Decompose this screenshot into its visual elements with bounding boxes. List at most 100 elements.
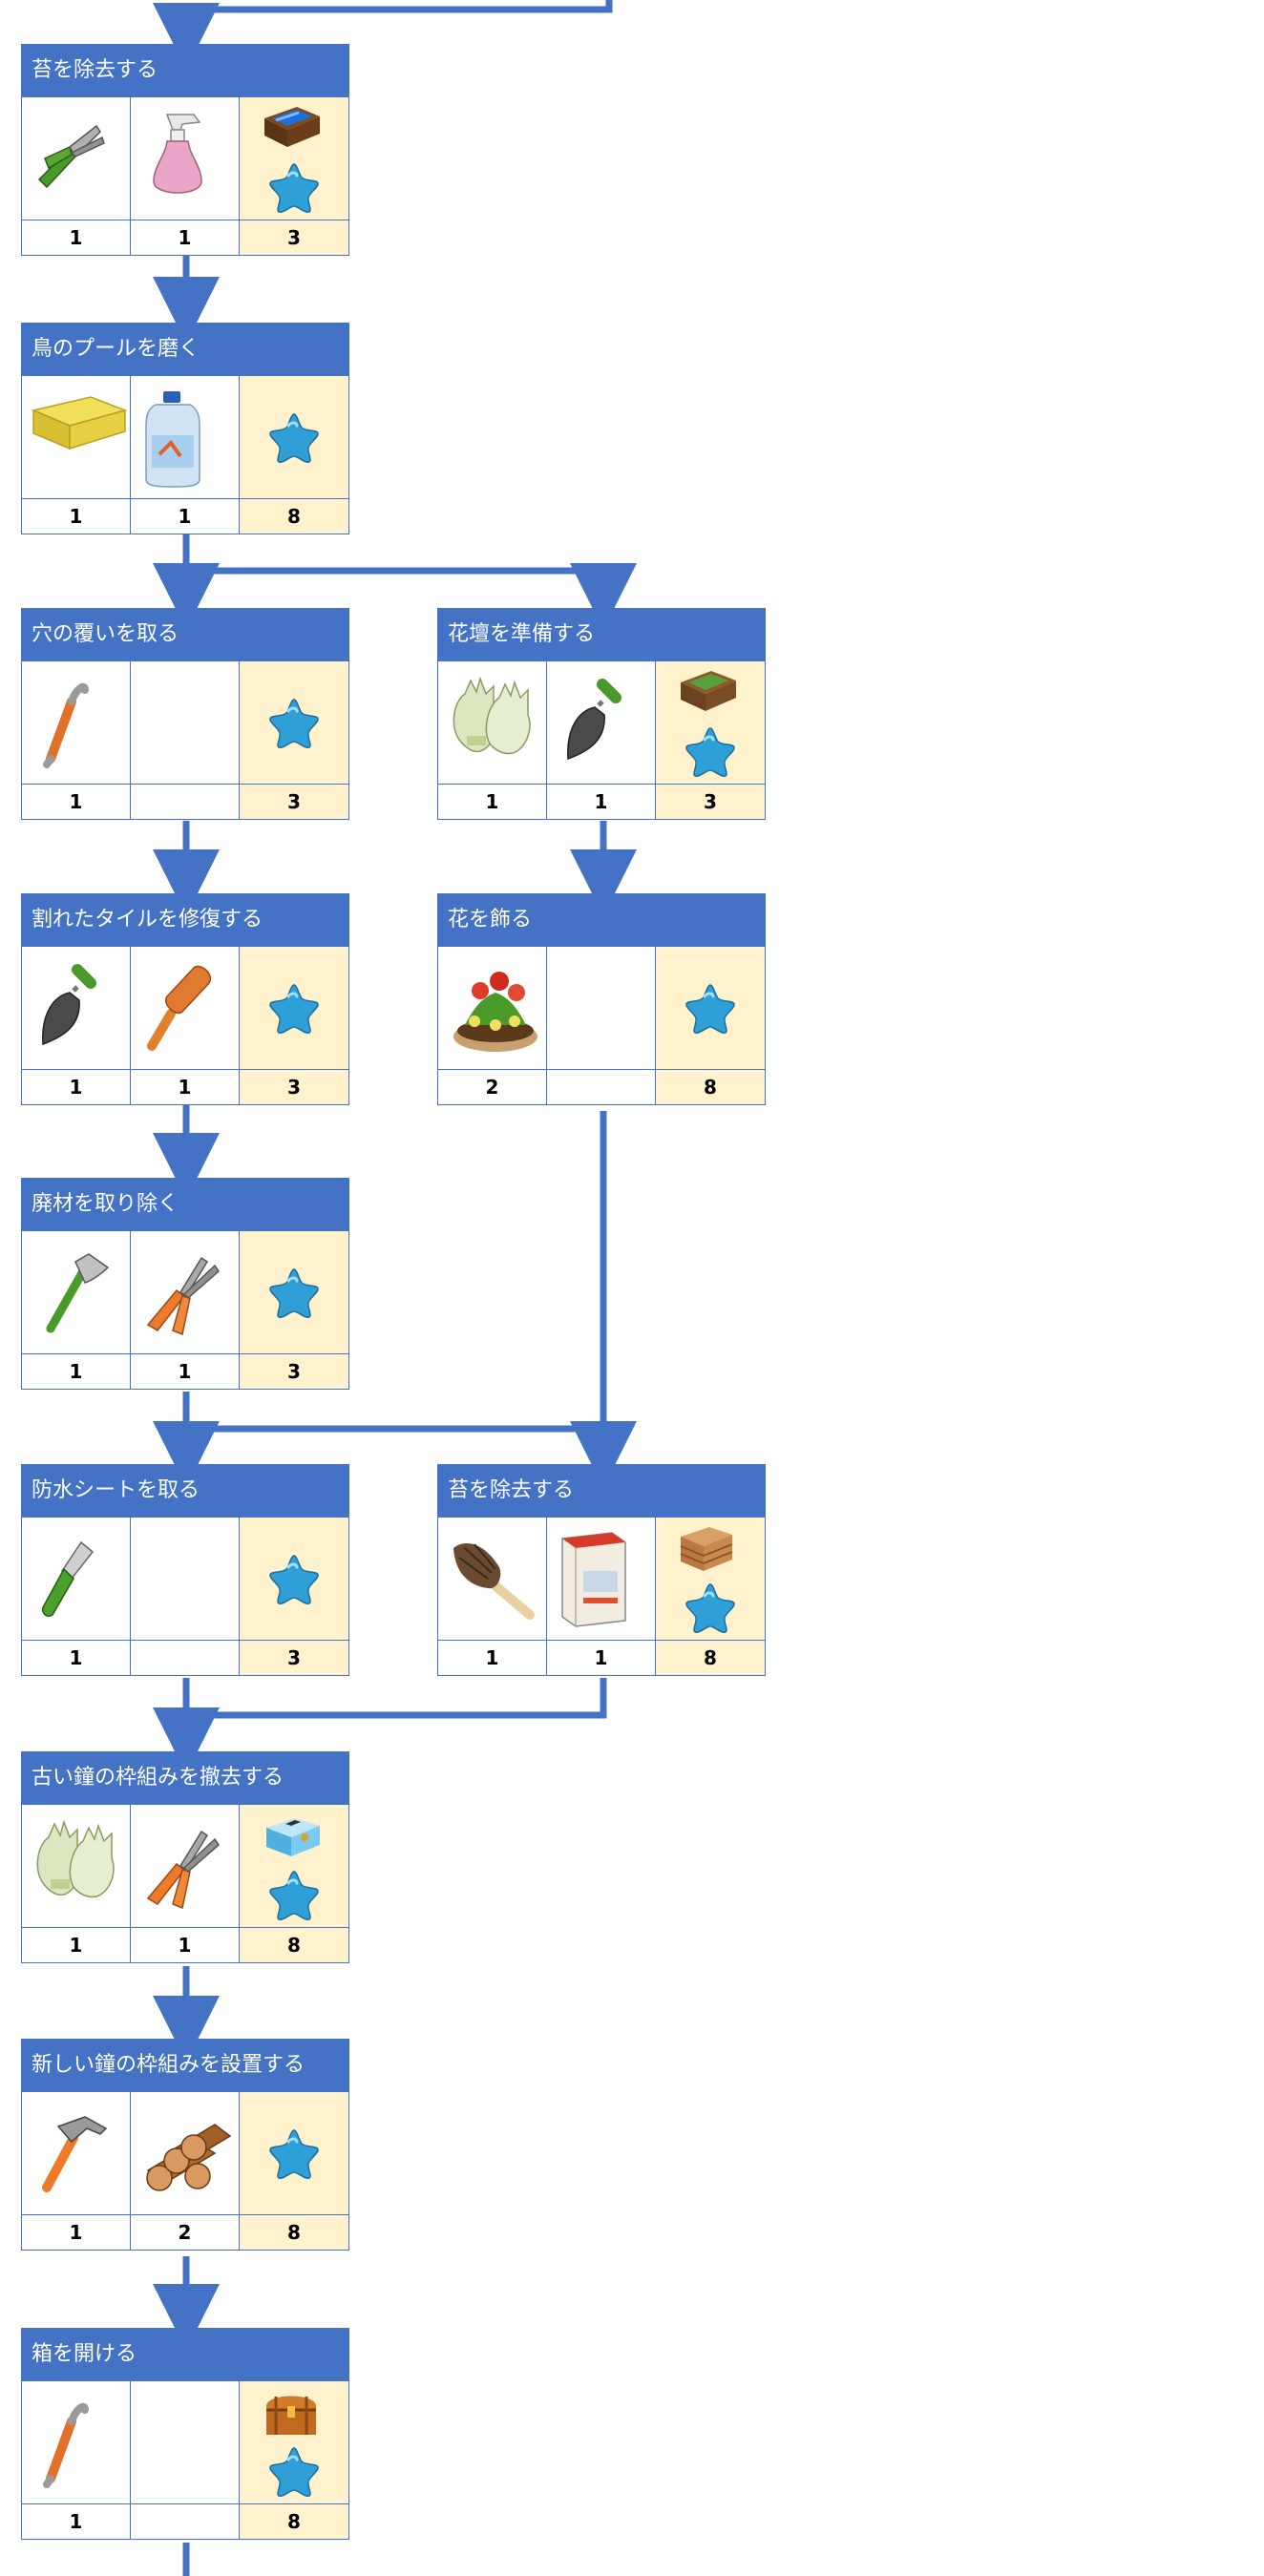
- tool-slot: 1: [131, 376, 240, 534]
- reward-count: 8: [287, 2221, 301, 2244]
- crowbar-icon: [30, 2393, 96, 2488]
- reward-slot-image: [240, 97, 348, 220]
- cleaning-powder-icon: [555, 1529, 631, 1628]
- reward-slot: 3: [240, 1231, 348, 1389]
- reward-slot: 8: [240, 2381, 348, 2539]
- reward-count: 3: [287, 790, 301, 813]
- tool-slot-image: [22, 2381, 130, 2504]
- reward-count: 3: [704, 790, 717, 813]
- reward-slot-image: [656, 661, 765, 785]
- tool-slot: 1: [22, 2092, 131, 2250]
- detergent-bottle-icon: [138, 387, 207, 489]
- blue-crate-icon: [261, 101, 324, 151]
- tool-count: 1: [178, 1360, 192, 1383]
- tool-slot-image: [131, 947, 239, 1070]
- tool-slot-image: [131, 376, 239, 499]
- tool-slot-image: [22, 1518, 130, 1641]
- tool-count: [131, 2504, 239, 2539]
- mallet-icon: [138, 958, 224, 1054]
- tool-count: 1: [69, 790, 83, 813]
- tool-count: 1: [69, 505, 83, 528]
- blue-star-icon: [267, 1868, 321, 1921]
- tool-slot-image: [131, 661, 239, 785]
- tool-count: 1: [178, 1934, 192, 1957]
- task-title: 鳥のプールを磨く: [22, 324, 348, 375]
- wire-cutters-icon: [138, 1243, 224, 1338]
- tool-slot: 1: [22, 376, 131, 534]
- tool-count: [131, 1641, 239, 1675]
- blue-star-icon: [267, 2126, 321, 2180]
- tool-slot-image: [438, 1518, 546, 1641]
- task-title: 苔を除去する: [22, 45, 348, 96]
- wire-cutters-icon: [138, 1816, 224, 1912]
- task-title: 防水シートを取る: [22, 1465, 348, 1517]
- tool-slot: [131, 1518, 240, 1675]
- tool-slot-image: [22, 1231, 130, 1354]
- reward-slot: 8: [656, 1518, 765, 1675]
- reward-count: 3: [287, 226, 301, 249]
- reward-count: 8: [704, 1646, 717, 1669]
- reward-count: 3: [287, 1646, 301, 1669]
- tool-slot: 1: [438, 661, 547, 819]
- tool-slot-image: [22, 2092, 130, 2215]
- tool-count: 1: [69, 2221, 83, 2244]
- planter-box-icon: [677, 665, 740, 715]
- tool-count: [131, 785, 239, 819]
- tool-count: 1: [594, 1646, 608, 1669]
- reward-slot-image: [240, 1805, 348, 1928]
- reward-slot-image: [240, 376, 348, 499]
- gloves-icon: [30, 1816, 125, 1902]
- tool-slot-image: [547, 1518, 655, 1641]
- tool-slot-image: [22, 947, 130, 1070]
- tool-slot: 1: [22, 947, 131, 1104]
- reward-slot-image: [240, 947, 348, 1070]
- reward-slot-image: [656, 947, 765, 1070]
- tool-slot: 1: [22, 661, 131, 819]
- connector-top: [153, 0, 613, 70]
- reward-slot-image: [240, 2381, 348, 2504]
- tool-slot-image: [22, 376, 130, 499]
- task-slots: 1 1 8: [438, 1517, 765, 1675]
- wooden-crate-icon: [677, 1521, 736, 1575]
- task-title: 廃材を取り除く: [22, 1179, 348, 1230]
- tool-slot: [131, 661, 240, 819]
- tool-slot: 1: [547, 661, 656, 819]
- reward-slot: 3: [656, 661, 765, 819]
- blue-star-icon: [267, 410, 321, 464]
- tool-slot-image: [131, 1231, 239, 1354]
- reward-slot-image: [240, 1231, 348, 1354]
- feather-duster-icon: [446, 1529, 541, 1624]
- tool-slot-image: [131, 2092, 239, 2215]
- reward-slot-image: [240, 661, 348, 785]
- tool-slot-image: [22, 661, 130, 785]
- treasure-chest-icon: [261, 2385, 322, 2439]
- blue-star-icon: [267, 2444, 321, 2498]
- tool-count: 1: [485, 1646, 499, 1669]
- tool-slot: 1: [22, 1805, 131, 1962]
- reward-slot: 8: [240, 376, 348, 534]
- tool-slot-image: [547, 661, 655, 785]
- reward-count: 3: [287, 1076, 301, 1099]
- reward-slot: 8: [656, 947, 765, 1104]
- crowbar-icon: [30, 673, 96, 768]
- toolbox-icon: [261, 1809, 324, 1860]
- reward-slot: 8: [240, 2092, 348, 2250]
- tool-count: 1: [69, 226, 83, 249]
- tool-slot: 1: [131, 947, 240, 1104]
- tool-slot-image: [131, 2381, 239, 2504]
